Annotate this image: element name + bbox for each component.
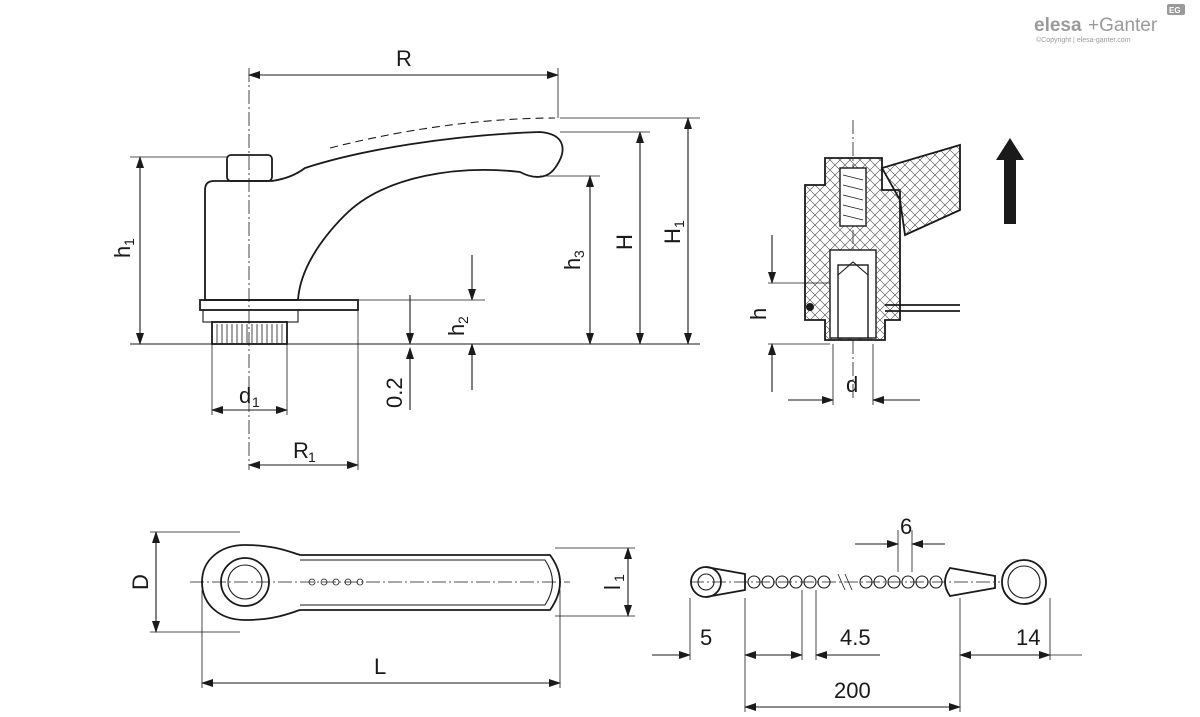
svg-text:H: H [660,228,685,244]
dim-d: d [846,372,858,397]
brand-badge-text: EG [1169,6,1181,15]
svg-text:1: 1 [308,449,316,465]
knurled-hub [211,321,288,345]
dim-L: L [374,654,386,679]
base-washer [199,299,359,311]
dim-chain-200: 200 [834,678,871,703]
svg-text:l: l [600,585,625,590]
dim-h2: h 2 [444,316,471,336]
brand-copyright: ©Copyright | elesa-ganter.com [1036,36,1131,44]
lever-top-outline [201,544,561,621]
svg-text:3: 3 [571,250,587,258]
brand-logo: elesa +Ganter EG ©Copyright | elesa-gant… [1034,4,1185,44]
push-button-top [226,154,273,182]
dim-D: D [128,574,153,590]
dim-h1: h 1 [110,238,137,258]
dim-H1: H 1 [660,220,687,244]
chain-view: 6 5 4.5 14 200 [652,514,1082,712]
svg-text:1: 1 [252,394,260,410]
svg-text:h: h [560,258,585,270]
svg-text:h: h [444,324,469,336]
dim-chain-4-5: 4.5 [840,625,871,650]
brand-name-ganter: +Ganter [1088,15,1158,36]
top-view: D l 1 L [128,531,635,688]
dim-d1: d 1 [239,383,260,410]
svg-text:h: h [110,246,135,258]
svg-text:1: 1 [121,238,137,246]
dim-l1: l 1 [600,574,627,590]
lever-body [204,131,564,301]
brand-badge [1167,4,1185,15]
dim-chain-6: 6 [900,514,912,539]
svg-text:1: 1 [671,220,687,228]
svg-text:d: d [239,383,251,408]
side-view: R h 1 h 3 H H 1 h 2 0.2 [110,46,700,470]
dim-h: h [746,308,771,320]
dim-R1: R 1 [293,438,316,465]
dim-chain-5: 5 [700,625,712,650]
section-view: h d [746,120,1024,405]
brand-name-elesa: elesa [1034,15,1082,36]
svg-text:2: 2 [455,316,471,324]
svg-text:R: R [293,438,309,463]
dim-R: R [396,46,412,71]
dim-chain-14: 14 [1016,625,1040,650]
direction-arrow-icon [996,138,1024,224]
dim-h3: h 3 [560,250,587,270]
dim-H: H [612,234,637,250]
svg-text:1: 1 [611,574,627,582]
dim-gap: 0.2 [382,377,407,408]
